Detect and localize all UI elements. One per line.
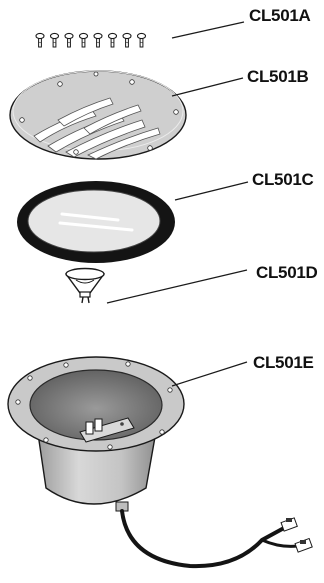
- screws-part: [36, 22, 244, 47]
- wire-connector: [295, 539, 312, 553]
- screw-icon: [138, 33, 146, 47]
- lens: [28, 190, 160, 252]
- part-label-cl501c: CL501C: [252, 170, 314, 190]
- part-label-cl501b: CL501B: [247, 67, 309, 87]
- leader-line-d: [107, 270, 247, 303]
- lamp-base: [80, 292, 90, 297]
- part-label-cl501a: CL501A: [249, 6, 311, 26]
- power-cable: [122, 511, 284, 566]
- screw-icon: [109, 33, 117, 47]
- lamp-part: [66, 269, 247, 304]
- leader-line-c: [175, 182, 248, 200]
- screw-icon: [65, 33, 73, 47]
- grille-part: [10, 71, 243, 159]
- grille-plate: [10, 71, 186, 159]
- gasket-lens-part: [17, 181, 248, 263]
- screw-row: [36, 33, 146, 47]
- screw-icon: [123, 33, 131, 47]
- leader-line-e: [172, 362, 247, 386]
- screw-icon: [94, 33, 102, 47]
- housing-part: [8, 357, 312, 566]
- screw-icon: [36, 33, 44, 47]
- part-label-cl501d: CL501D: [256, 263, 318, 283]
- lamp-pin: [88, 297, 89, 303]
- screw-icon: [51, 33, 59, 47]
- wire-connector: [281, 518, 297, 531]
- part-label-cl501e: CL501E: [253, 353, 314, 373]
- lamp-pin: [82, 297, 83, 303]
- leader-line-a: [172, 22, 244, 38]
- screw-icon: [80, 33, 88, 47]
- leader-line-b: [172, 78, 243, 96]
